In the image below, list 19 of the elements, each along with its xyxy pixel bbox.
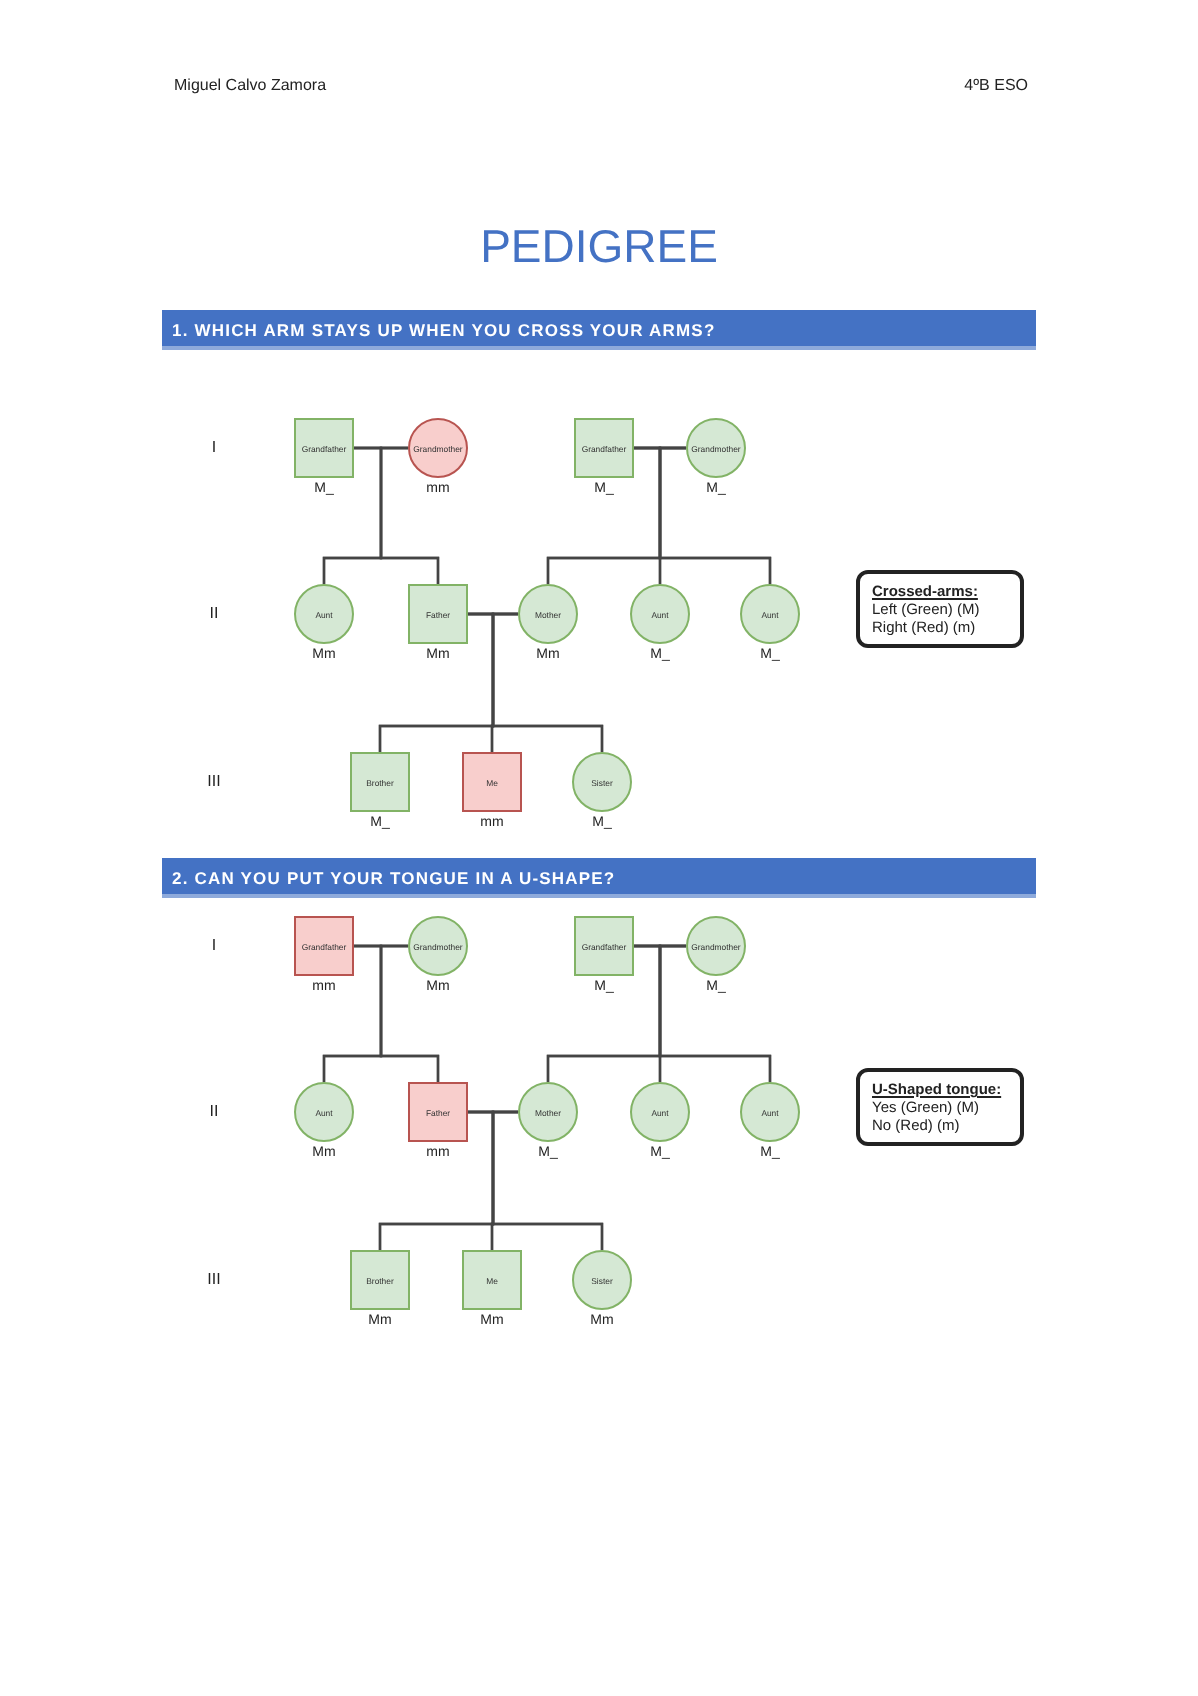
pedigree-line [491,1110,604,1250]
generation-numeral: III [205,1270,223,1288]
author-name: Miguel Calvo Zamora [174,76,327,94]
key-box [856,570,1024,648]
generation-numeral: I [209,936,219,954]
section-banner: 1. WHICH ARM STAYS UP WHEN YOU CROSS YOUR ARMS? [162,310,1036,350]
page-title: PEDIGREE [478,220,720,274]
pedigree-line [379,446,440,584]
class-label: 4ºB ESO [962,76,1028,94]
pedigree-line [658,446,772,584]
pedigree-line [379,944,440,1082]
section-banner: 2. CAN YOU PUT YOUR TONGUE IN A U-SHAPE? [162,858,1036,898]
generation-numeral: I [209,438,219,456]
generation-numeral: II [207,1102,221,1120]
generation-numeral: II [207,604,221,622]
pedigree-line [658,944,772,1082]
key-box [856,1068,1024,1146]
pedigree-line [491,612,604,752]
generation-numeral: III [205,772,223,790]
